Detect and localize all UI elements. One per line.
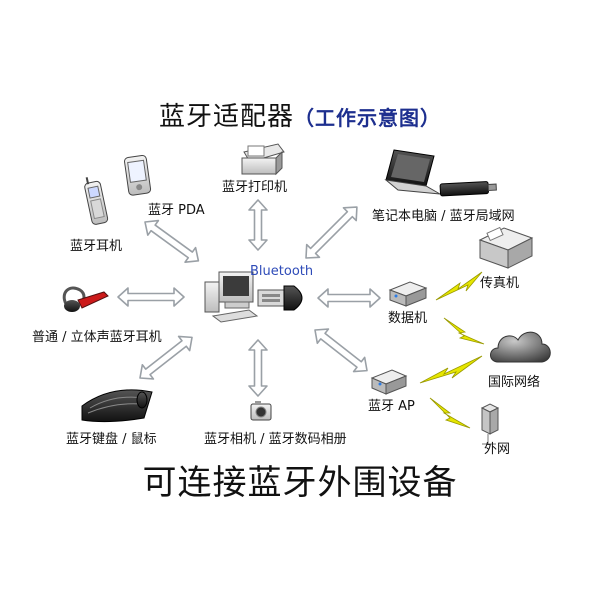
- label-phone: 蓝牙耳机: [70, 239, 123, 254]
- arrow-modem: [317, 288, 381, 308]
- title-subtitle: 工作示意图: [315, 106, 420, 130]
- label-laptop: 笔记本电脑 / 蓝牙局域网: [372, 209, 515, 224]
- label-keyboard: 蓝牙键盘 / 鼠标: [66, 432, 157, 447]
- label-ap: 蓝牙 AP: [368, 399, 415, 414]
- wireless-links: [419, 271, 485, 429]
- arrow-ap: [314, 328, 368, 373]
- arrow-keyboard: [139, 335, 193, 380]
- diagram-title: 蓝牙适配器（工作示意图）: [0, 96, 600, 133]
- pda-icon: [124, 154, 152, 196]
- arrow-camera: [248, 339, 268, 397]
- title-paren-close: ）: [420, 106, 441, 130]
- bluetooth-adapter-icon: [257, 285, 303, 311]
- usb-lan-adapter-icon: [439, 181, 497, 197]
- arrow-pda: [144, 219, 200, 263]
- label-extnet: 外网: [484, 442, 511, 457]
- label-camera: 蓝牙相机 / 蓝牙数码相册: [204, 432, 347, 447]
- printer-icon: [241, 143, 285, 176]
- headset-icon: [62, 286, 109, 312]
- pc-icon: [204, 271, 259, 323]
- bolt-ap-extnet: [429, 397, 471, 429]
- bluetooth-brand-label: Bluetooth: [250, 264, 314, 279]
- label-fax: 传真机: [480, 276, 520, 291]
- mouse-icon: [136, 391, 148, 409]
- label-headset: 普通 / 立体声蓝牙耳机: [32, 330, 162, 345]
- cloud-icon: [490, 331, 551, 363]
- bolt-internet: [443, 317, 485, 345]
- camera-icon: [250, 401, 272, 421]
- label-modem: 数据机: [388, 311, 428, 326]
- phone-icon: [84, 177, 109, 225]
- connection-arrows: [117, 199, 381, 397]
- fax-icon: [478, 226, 534, 269]
- modem-icon: [388, 281, 428, 307]
- title-main-text: 蓝牙适配器: [158, 102, 294, 132]
- label-pda: 蓝牙 PDA: [148, 203, 205, 218]
- laptop-icon: [384, 149, 441, 195]
- title-paren-open: （: [294, 106, 315, 130]
- label-printer: 蓝牙打印机: [222, 180, 288, 195]
- bolt-fax: [435, 271, 483, 301]
- label-internet: 国际网络: [488, 375, 541, 390]
- arrow-printer: [248, 199, 268, 251]
- footer-caption: 可连接蓝牙外围设备: [142, 463, 458, 503]
- arrow-laptop: [305, 206, 358, 259]
- arrow-headset: [117, 287, 185, 307]
- server-icon: [480, 403, 500, 445]
- ap-icon: [370, 369, 408, 395]
- bolt-ap-internet: [419, 355, 483, 384]
